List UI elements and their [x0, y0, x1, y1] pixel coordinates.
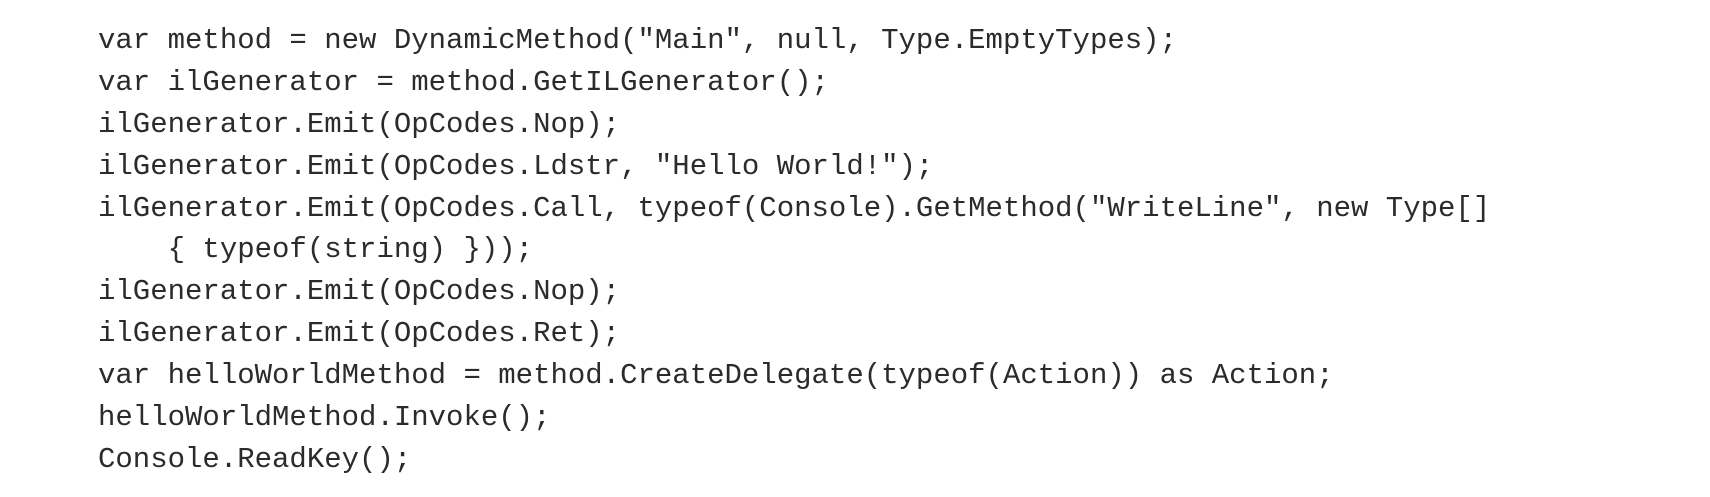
code-line: var helloWorldMethod = method.CreateDele…	[98, 359, 1334, 393]
code-line: ilGenerator.Emit(OpCodes.Nop);	[98, 107, 621, 141]
code-line: ilGenerator.Emit(OpCodes.Nop);	[98, 275, 621, 309]
code-line: var ilGenerator = method.GetILGenerator(…	[98, 65, 829, 99]
code-line: helloWorldMethod.Invoke();	[98, 401, 551, 435]
code-line: var method = new DynamicMethod("Main", n…	[98, 24, 1177, 57]
code-line: Console.ReadKey();	[98, 442, 412, 476]
code-line: ilGenerator.Emit(OpCodes.Call, typeof(Co…	[98, 191, 1491, 225]
code-line: ilGenerator.Emit(OpCodes.Ret);	[98, 317, 621, 351]
code-listing: var method = new DynamicMethod("Main", n…	[98, 20, 1490, 481]
code-line-continuation: { typeof(string) }));	[98, 233, 534, 267]
code-line: ilGenerator.Emit(OpCodes.Ldstr, "Hello W…	[98, 149, 934, 183]
